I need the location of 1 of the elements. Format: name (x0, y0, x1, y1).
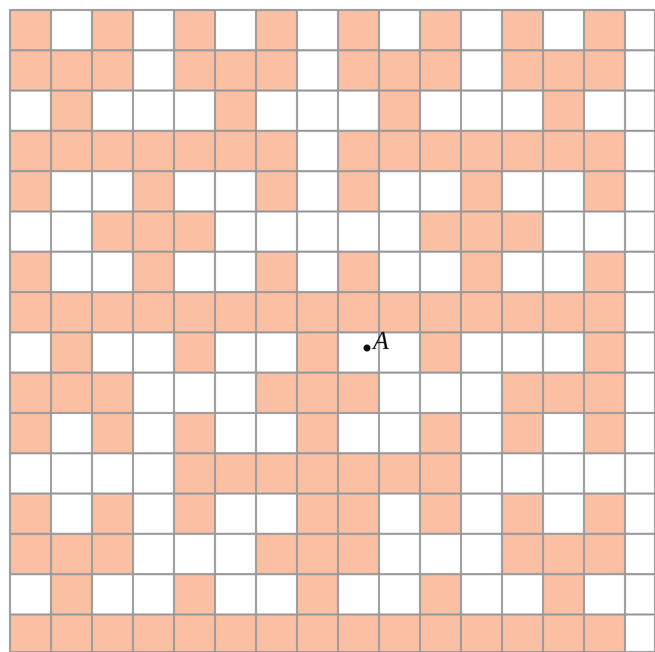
point-label: A (373, 328, 389, 354)
